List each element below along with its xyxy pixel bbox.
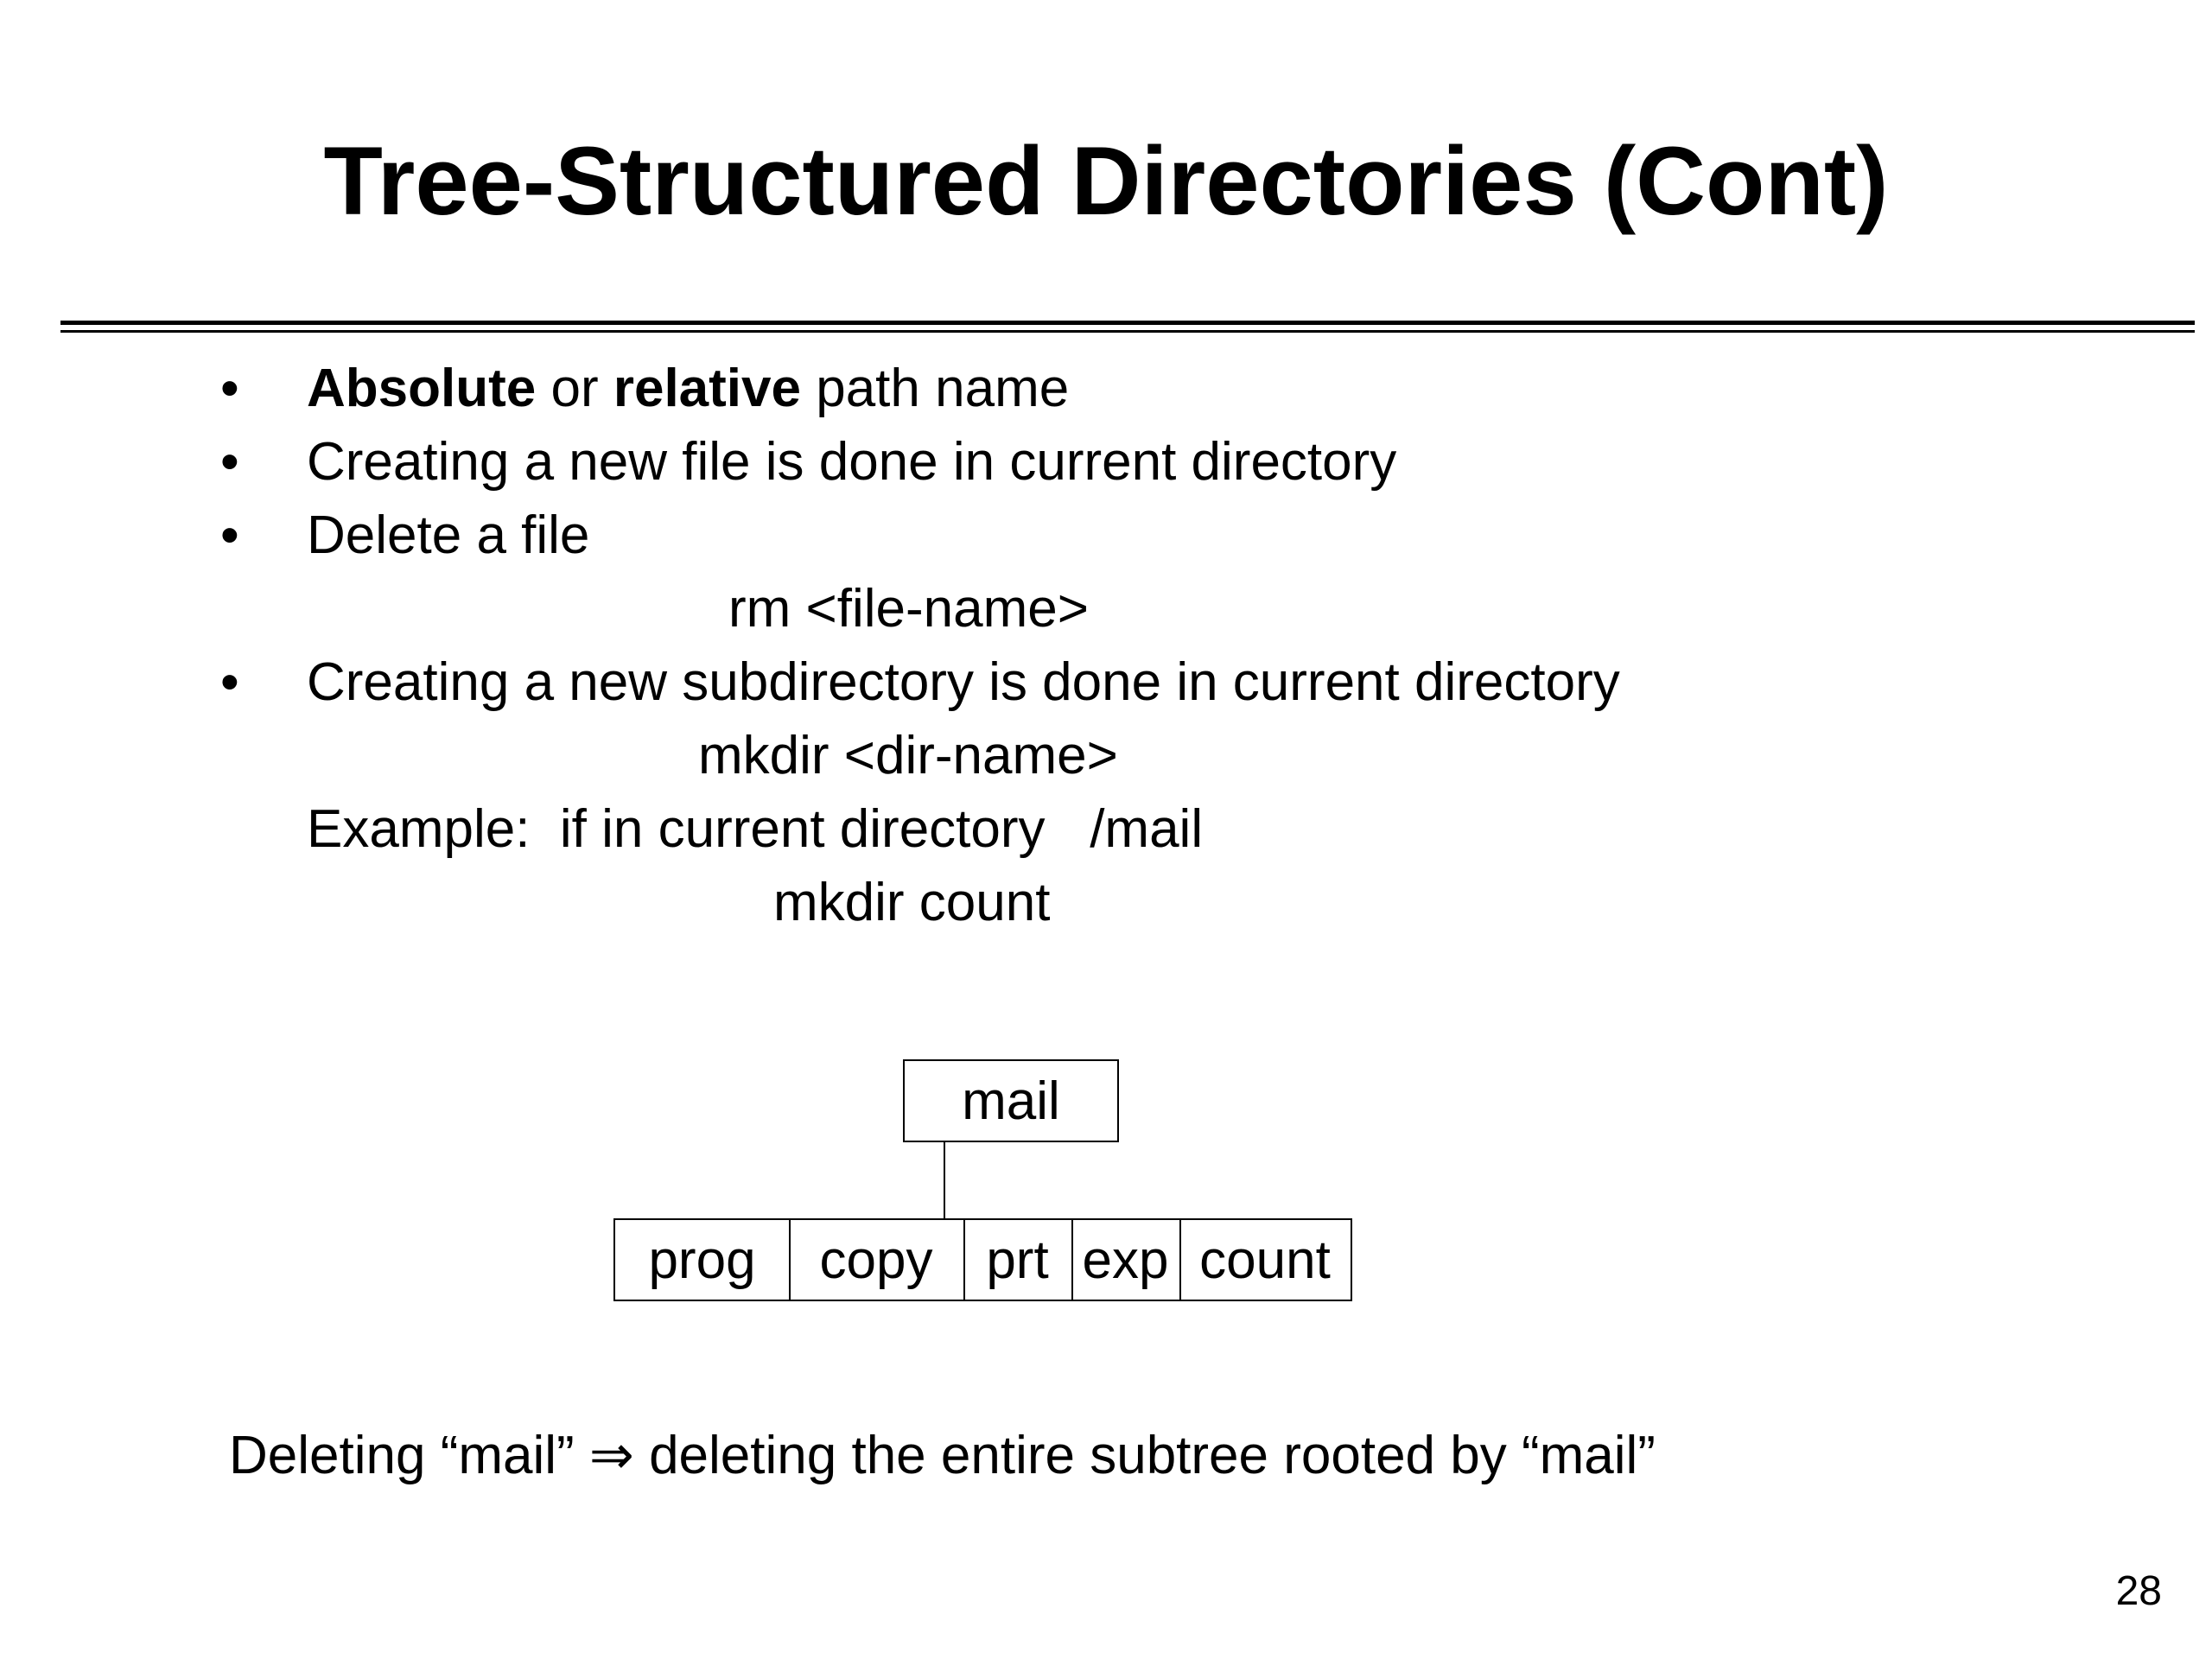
bullet-item-delete-file: Delete a file	[307, 505, 590, 565]
tree-root-mail: mail	[903, 1059, 1119, 1142]
tree-child-prt: prt	[963, 1218, 1073, 1301]
bullet-marker-3: •	[220, 505, 239, 565]
title-divider-bottom	[60, 330, 2195, 333]
bullet-item-create-file: Creating a new file is done in current d…	[307, 432, 1397, 492]
example-line: Example: if in current directory /mail	[307, 799, 1204, 859]
mkdir-command: mkdir <dir-name>	[698, 726, 1118, 785]
tree-child-prog: prog	[613, 1218, 791, 1301]
bold-relative: relative	[613, 359, 801, 418]
bullet-marker-4: •	[220, 652, 239, 712]
slide-title: Tree-Structured Directories (Cont)	[323, 127, 1889, 235]
bullet-marker-1: •	[220, 359, 239, 418]
mkdir-count-command: mkdir count	[773, 873, 1051, 932]
bullet-marker-2: •	[220, 432, 239, 492]
bold-absolute: Absolute	[307, 359, 537, 418]
tree-child-exp: exp	[1071, 1218, 1181, 1301]
tree-child-count: count	[1179, 1218, 1352, 1301]
bullet-item-absolute-relative: Absolute or relative path name	[307, 354, 1069, 423]
text-path-name: path name	[800, 359, 1070, 418]
page-number: 28	[2115, 1568, 2162, 1614]
tree-child-copy: copy	[789, 1218, 965, 1301]
bullet-item-create-subdir: Creating a new subdirectory is done in c…	[307, 652, 1620, 712]
title-divider-top	[60, 321, 2195, 325]
footer-note: Deleting “mail” ⇒ deleting the entire su…	[229, 1426, 1656, 1485]
text-or: or	[536, 359, 613, 418]
tree-connector	[944, 1142, 945, 1220]
rm-command: rm <file-name>	[728, 579, 1089, 639]
